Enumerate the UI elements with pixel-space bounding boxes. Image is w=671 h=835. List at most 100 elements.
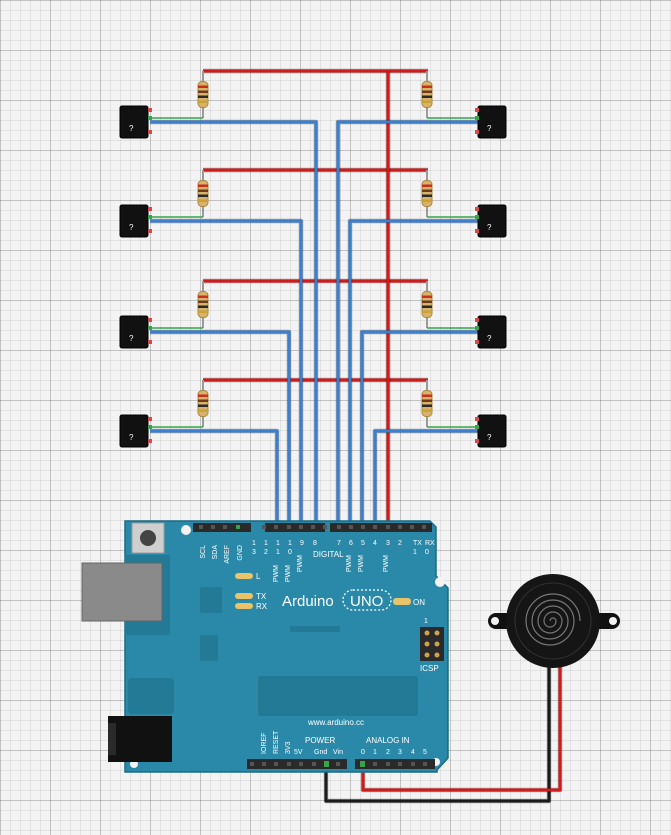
pin-label: 2 — [398, 540, 402, 547]
header-pin[interactable] — [398, 525, 402, 529]
signal-wire-left-4-outline — [150, 428, 280, 527]
pin-label: 4 — [373, 540, 377, 547]
header-pin[interactable] — [398, 762, 402, 766]
header-pin[interactable] — [262, 762, 266, 766]
header-pin[interactable] — [299, 525, 303, 529]
signal-wire-right-2[interactable] — [348, 219, 478, 527]
header-pin[interactable] — [323, 525, 327, 529]
switch-sensor-icon[interactable]: ? — [475, 204, 507, 238]
resistor-band — [422, 295, 432, 298]
resistor-body — [421, 81, 433, 108]
signal-wire-left-2[interactable] — [150, 219, 303, 527]
signal-wire-left-4[interactable] — [150, 429, 279, 527]
led-on — [393, 598, 411, 605]
header-pin[interactable] — [299, 762, 303, 766]
sensor-pin — [475, 318, 479, 322]
sensor-pin — [475, 326, 479, 330]
sensor-pin — [148, 116, 152, 120]
resistor-left-1[interactable] — [197, 71, 209, 118]
led-tx — [235, 593, 253, 599]
pin-label: PWM — [297, 555, 304, 572]
header-pin[interactable] — [312, 762, 316, 766]
sensor-pin — [475, 439, 479, 443]
reset-button-cap[interactable] — [140, 530, 156, 546]
sensor-pin — [148, 318, 152, 322]
signal-wire-right-4-outline — [372, 428, 478, 527]
signal-wire-left-1[interactable] — [150, 120, 318, 527]
power-pin-label: Gnd — [314, 749, 327, 756]
pin-label: AREF — [224, 545, 231, 564]
power-jack — [108, 716, 172, 762]
sensor-body — [477, 105, 507, 139]
switch-sensor-icon[interactable]: ? — [475, 105, 507, 139]
sensor-pin — [148, 425, 152, 429]
resistor-right-2[interactable] — [421, 170, 433, 217]
pin-label: 1 — [276, 549, 280, 556]
header-pin[interactable] — [423, 762, 427, 766]
header-pin[interactable] — [422, 525, 426, 529]
piezo-buzzer-icon[interactable] — [488, 574, 620, 668]
header-pin[interactable] — [311, 525, 315, 529]
header-pin[interactable] — [386, 762, 390, 766]
header-pin[interactable] — [199, 525, 203, 529]
header-pin[interactable] — [386, 525, 390, 529]
resistor-band — [422, 394, 432, 397]
header-pin[interactable] — [211, 525, 215, 529]
header-pin[interactable] — [287, 762, 291, 766]
signal-wire-right-3[interactable] — [360, 330, 478, 527]
signal-wire-right-1[interactable] — [336, 120, 478, 527]
buzzer-signal-wire[interactable] — [361, 664, 562, 792]
resistor-band — [198, 394, 208, 397]
gnd-pin-connected[interactable] — [324, 761, 329, 767]
switch-sensor-icon[interactable]: ? — [119, 315, 152, 349]
resistor-right-1[interactable] — [421, 71, 433, 118]
pin-label: PWM — [346, 555, 353, 572]
switch-sensor-icon[interactable]: ? — [119, 204, 152, 238]
header-pin[interactable] — [262, 525, 266, 529]
header-pin[interactable] — [274, 762, 278, 766]
resistor-band — [198, 399, 208, 402]
switch-sensor-icon[interactable]: ? — [119, 105, 152, 139]
header-pin[interactable] — [411, 762, 415, 766]
mount-hole — [181, 525, 191, 535]
signal-wire-right-4[interactable] — [373, 429, 478, 527]
header-pin[interactable] — [349, 525, 353, 529]
header-pin[interactable] — [336, 762, 340, 766]
resistor-left-3[interactable] — [197, 281, 209, 328]
resistor-left-4[interactable] — [197, 380, 209, 427]
buzzer-gnd-wire[interactable] — [324, 664, 551, 803]
header-pin[interactable] — [223, 525, 227, 529]
sensor-pin — [148, 130, 152, 134]
signal-wire-left-3[interactable] — [150, 330, 291, 527]
header-pin[interactable] — [361, 525, 365, 529]
header-pin[interactable] — [337, 525, 341, 529]
resistor-right-4[interactable] — [421, 380, 433, 427]
header-pin[interactable] — [236, 525, 240, 529]
header-pin[interactable] — [410, 525, 414, 529]
header-pin[interactable] — [287, 525, 291, 529]
sensor-body — [119, 315, 149, 349]
crystal — [200, 587, 222, 613]
sensor-pin — [148, 108, 152, 112]
header-pin[interactable] — [373, 525, 377, 529]
resistor-left-2[interactable] — [197, 170, 209, 217]
header-pin[interactable] — [274, 525, 278, 529]
resistor-band — [198, 409, 208, 412]
resistor-right-3[interactable] — [421, 281, 433, 328]
header-pin[interactable] — [373, 762, 377, 766]
a0-pin-connected[interactable] — [360, 761, 365, 767]
icsp-label: ICSP — [420, 664, 439, 673]
pin-label: SDA — [212, 545, 219, 560]
resistor-band — [198, 305, 208, 308]
sensor-label: ? — [487, 223, 492, 232]
switch-sensor-icon[interactable]: ? — [475, 315, 507, 349]
signal-wire-right-1-outline — [335, 119, 478, 527]
resistor-band — [198, 194, 208, 197]
switch-sensor-icon[interactable]: ? — [475, 414, 507, 448]
power-pin-label: 3V3 — [285, 741, 292, 754]
resistor-band — [198, 100, 208, 103]
switch-sensor-icon[interactable]: ? — [119, 414, 152, 448]
header-pin[interactable] — [250, 762, 254, 766]
